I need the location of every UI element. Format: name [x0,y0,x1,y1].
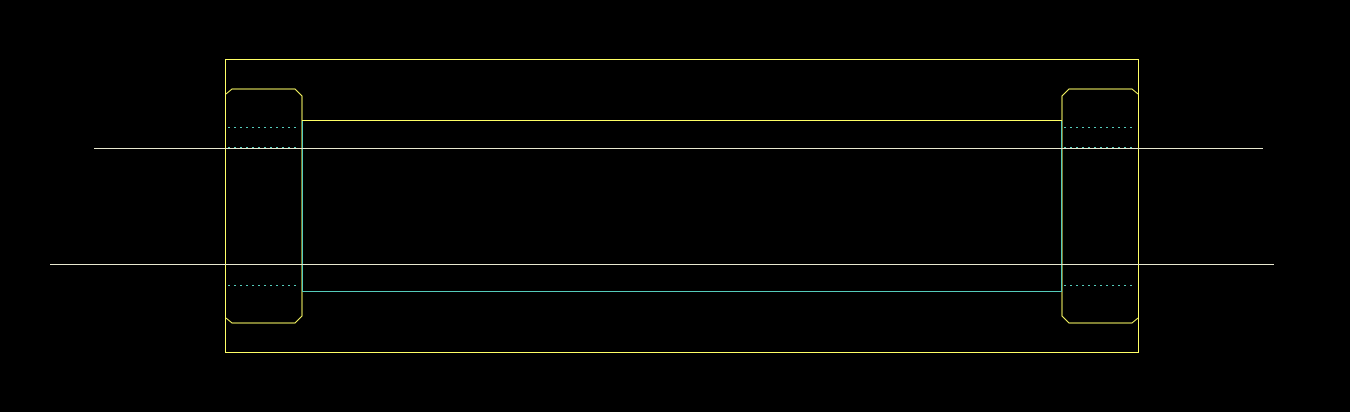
right-flange-profile [1061,88,1139,324]
left-flange-profile [225,88,303,324]
housing-outline [225,59,1139,353]
